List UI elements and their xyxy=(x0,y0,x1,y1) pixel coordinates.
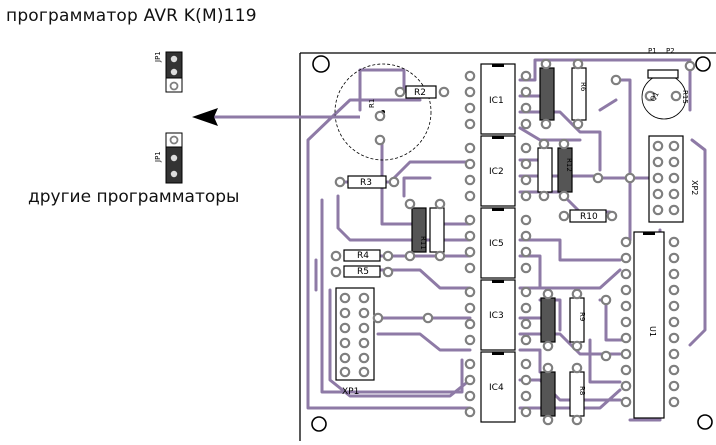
label-r11: R11 xyxy=(419,236,427,250)
label-u1: U1 xyxy=(648,326,657,337)
label-ic2: IC2 xyxy=(489,167,504,177)
label-p1: P1 xyxy=(648,47,657,55)
label-jp1-upper: JP1 xyxy=(154,51,162,63)
mounting-hole-br xyxy=(697,414,713,430)
pcb-traces xyxy=(213,58,707,422)
label-ic4: IC4 xyxy=(489,383,504,393)
label-r1: R1 xyxy=(368,99,376,108)
label-r9: R9 xyxy=(578,312,586,321)
xp1-body xyxy=(335,287,375,381)
caption-other-programmers: другие программаторы xyxy=(28,187,240,207)
label-r10: R10 xyxy=(580,212,598,222)
label-r15: R15 xyxy=(681,90,689,104)
mounting-hole-bl xyxy=(311,416,327,432)
label-xp2: XP2 xyxy=(690,180,699,195)
mounting-hole-tr xyxy=(695,56,711,72)
ic2-body xyxy=(480,135,516,207)
label-ic5: IC5 xyxy=(489,239,504,249)
label-jp1-lower: JP1 xyxy=(154,151,162,163)
label-q1: Q1 xyxy=(649,90,661,103)
ic3-body xyxy=(480,279,516,351)
jumper-lower xyxy=(165,132,183,184)
label-r3: R3 xyxy=(360,178,372,188)
label-r12: R12 xyxy=(565,158,573,172)
component-labels: IC1 IC2 IC5 IC3 IC4 R2 R3 R4 R5 R10 XP1 … xyxy=(342,47,699,397)
label-r2: R2 xyxy=(414,88,426,98)
label-r5: R5 xyxy=(357,267,369,277)
passive-parts xyxy=(343,67,679,417)
label-ic1: IC1 xyxy=(489,96,504,106)
label-r4: R4 xyxy=(357,251,369,261)
ic4-body xyxy=(480,351,516,423)
u1-body xyxy=(633,231,665,419)
ic1-body xyxy=(480,63,516,135)
label-r6: R6 xyxy=(579,82,587,92)
jumper-upper xyxy=(165,51,183,93)
arrow-to-jumpers xyxy=(192,108,360,126)
mounting-hole-tl xyxy=(312,55,330,73)
ic-notches xyxy=(492,64,655,355)
label-p2: P2 xyxy=(666,47,675,55)
jumper-labels: JP1 JP1 xyxy=(154,51,162,163)
label-ic3: IC3 xyxy=(489,311,504,321)
mounting-holes xyxy=(311,55,713,432)
label-xp1: XP1 xyxy=(342,387,359,397)
caption-avr-programmer: программатор AVR K(M)119 xyxy=(6,6,257,26)
label-r8: R8 xyxy=(578,386,586,395)
